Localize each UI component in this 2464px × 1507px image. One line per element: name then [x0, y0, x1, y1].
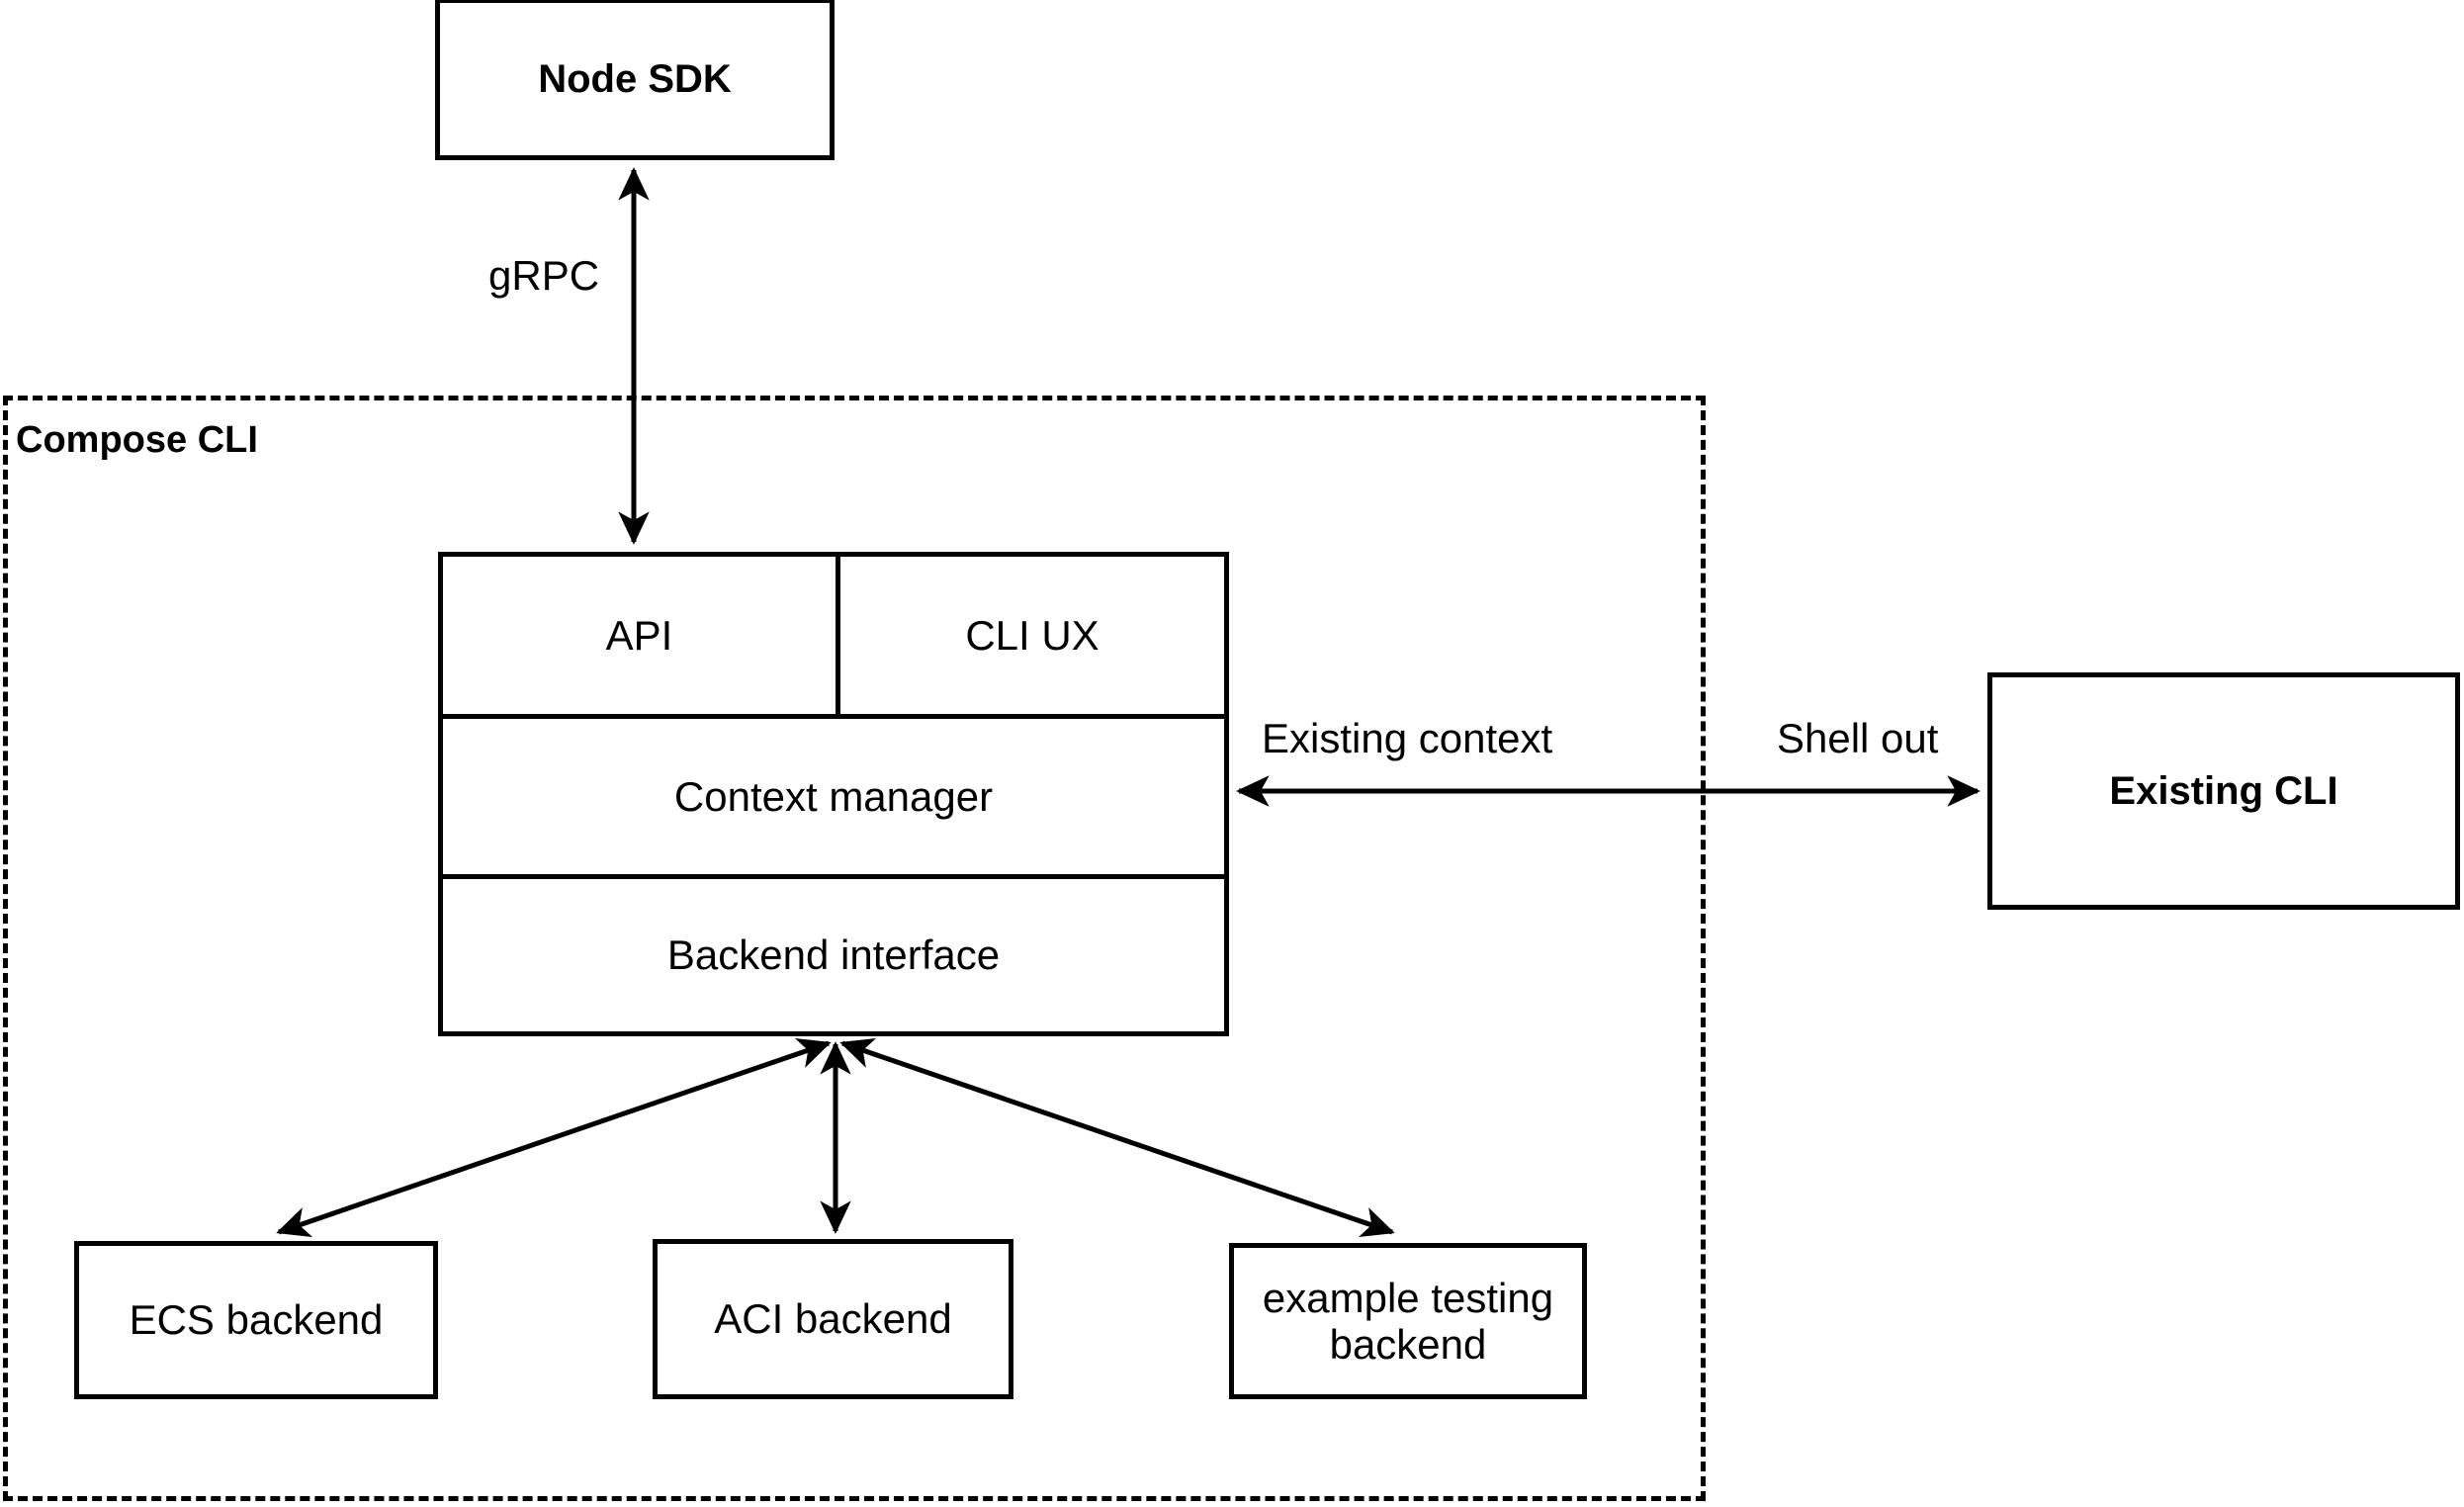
node-node-sdk[interactable]: Node SDK	[435, 0, 835, 160]
node-node-sdk-label: Node SDK	[538, 56, 732, 101]
edge-example-testing-backend	[839, 1038, 1395, 1237]
stack-divider-top	[443, 714, 1224, 719]
stack-cell-cli-ux[interactable]: CLI UX	[840, 557, 1224, 714]
stack-cell-cli-ux-label: CLI UX	[965, 611, 1100, 659]
node-aci-backend[interactable]: ACI backend	[653, 1239, 1013, 1399]
node-example-testing-backend[interactable]: example testing backend	[1229, 1243, 1587, 1399]
stack-cell-context-manager-label: Context manager	[673, 772, 994, 820]
edge-label-grpc: gRPC	[488, 252, 600, 299]
node-existing-cli-label: Existing CLI	[2109, 768, 2338, 813]
compose-cli-stack: API CLI UX Context manager Backend inter…	[438, 552, 1229, 1036]
stack-divider-api-cliux	[836, 557, 840, 714]
stack-cell-context-manager[interactable]: Context manager	[443, 719, 1224, 874]
stack-cell-api[interactable]: API	[443, 557, 836, 714]
node-existing-cli[interactable]: Existing CLI	[1987, 672, 2460, 910]
stack-cell-api-label: API	[605, 611, 673, 659]
node-ecs-backend[interactable]: ECS backend	[74, 1241, 438, 1399]
group-compose-cli-title: Compose CLI	[16, 419, 258, 461]
stack-divider-bottom	[443, 874, 1224, 879]
edge-label-shell-out: Shell out	[1777, 715, 1939, 761]
edge-ecs-backend	[276, 1038, 832, 1237]
edge-label-existing-context: Existing context	[1262, 715, 1553, 761]
node-aci-backend-label: ACI backend	[714, 1295, 952, 1343]
node-example-testing-backend-label: example testing backend	[1262, 1274, 1554, 1368]
node-ecs-backend-label: ECS backend	[129, 1296, 384, 1344]
stack-cell-backend-interface[interactable]: Backend interface	[443, 879, 1224, 1031]
stack-cell-backend-interface-label: Backend interface	[666, 931, 1001, 978]
group-compose-cli	[3, 396, 1706, 1501]
